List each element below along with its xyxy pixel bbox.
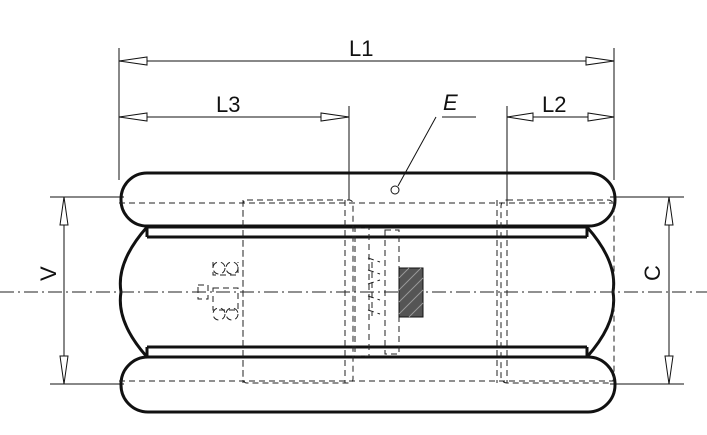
- label-L1: L1: [349, 36, 373, 61]
- symbol-left: [197, 261, 239, 321]
- dimension-C: [664, 196, 674, 385]
- hatched-block: [398, 267, 424, 318]
- label-V: V: [36, 266, 61, 281]
- label-C: C: [640, 265, 665, 281]
- label-L2: L2: [542, 92, 566, 117]
- dimension-L1: [118, 56, 615, 66]
- dimension-L2: [506, 112, 615, 122]
- label-E: E: [443, 90, 458, 115]
- symbol-middle: [367, 257, 381, 316]
- leader-E: [390, 116, 476, 195]
- extension-lines: [50, 48, 684, 385]
- dimension-L3: [118, 112, 350, 122]
- label-L3: L3: [216, 92, 240, 117]
- dimension-V: [59, 196, 69, 385]
